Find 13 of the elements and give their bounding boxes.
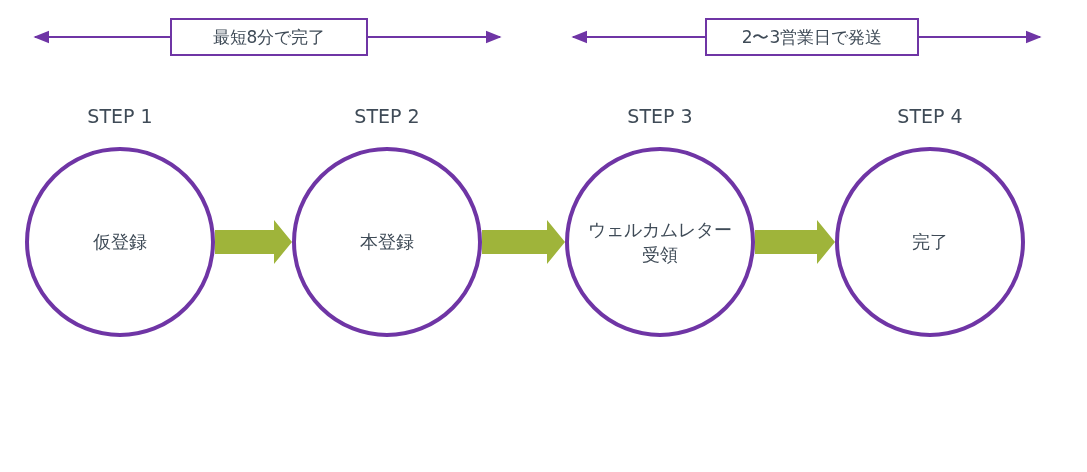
- block-arrow: [755, 220, 835, 264]
- step-label: 仮登録: [92, 230, 148, 255]
- step-label: 完了: [911, 230, 949, 255]
- step-label: 本登録: [359, 230, 415, 255]
- step-label: ウェルカムレター受領: [587, 217, 733, 267]
- duration-box: 最短8分で完了: [170, 18, 368, 56]
- step-heading: STEP 1: [86, 105, 154, 127]
- step-heading: STEP 4: [896, 105, 964, 127]
- block-arrow: [482, 220, 565, 264]
- step-heading: STEP 2: [353, 105, 421, 127]
- block-arrow: [215, 220, 292, 264]
- step-heading: STEP 3: [626, 105, 694, 127]
- duration-box: 2〜3営業日で発送: [705, 18, 919, 56]
